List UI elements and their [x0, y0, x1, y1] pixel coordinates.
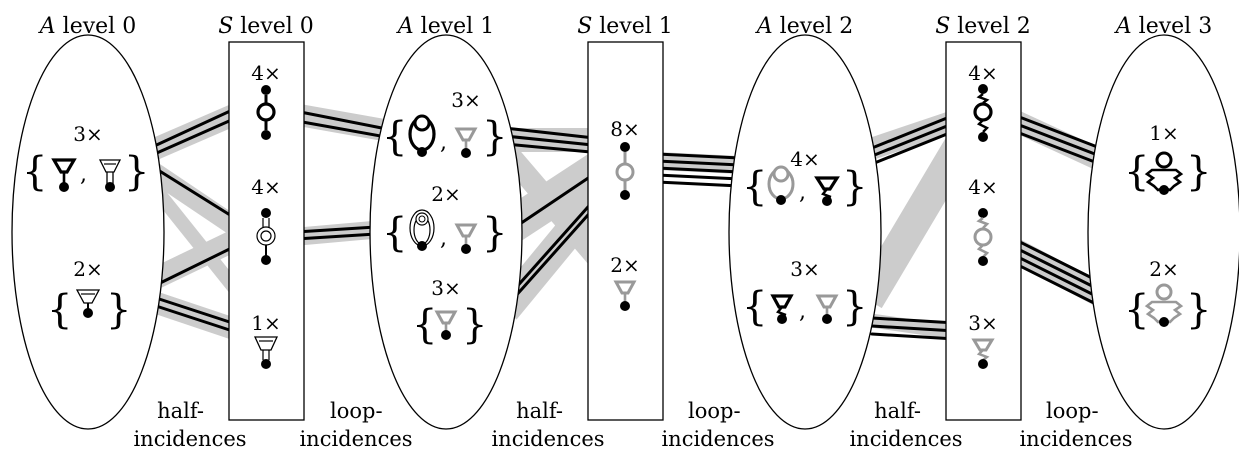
right-brace: } [1186, 287, 1211, 333]
gray-cup-graph-icon [454, 127, 478, 158]
loop-incidences-label-top: loop- [1046, 399, 1099, 423]
outlined-cup-graph-icon [75, 289, 101, 318]
half-incidences-label-bottom: incidences [491, 427, 604, 451]
right-brace: } [842, 164, 867, 210]
left-brace: { [1124, 149, 1149, 195]
left-brace: { [47, 287, 72, 333]
gray-cup-graph-icon [434, 310, 458, 340]
right-brace: } [842, 284, 867, 330]
black-zigzag-double-loop-graph-icon [1144, 151, 1184, 195]
title-a-level-1: A level 1 [396, 14, 494, 39]
black-double-loop-graph-icon [408, 114, 436, 157]
left-brace: { [1124, 287, 1149, 333]
right-brace: } [482, 114, 507, 160]
a-level-3-ellipse [1087, 34, 1239, 430]
multiplicity-label: 2× [431, 182, 460, 206]
right-brace: } [1186, 149, 1211, 195]
s-level-1-contents: 8× 2× [610, 117, 640, 311]
gray-double-loop-graph-icon [767, 165, 795, 205]
left-brace: { [22, 149, 47, 195]
gray-cup-graph-icon [454, 223, 478, 254]
comma: , [799, 180, 806, 205]
a-level-2-ellipse [728, 34, 882, 430]
edge-labels: half- incidences loop- incidences half- … [133, 399, 1132, 451]
a-level-1-ellipse [369, 34, 523, 430]
comma: , [80, 162, 87, 187]
multiplicity-label: 1× [251, 311, 280, 335]
half-incidences-label-bottom: incidences [849, 427, 962, 451]
multiplicity-label: 3× [968, 311, 997, 335]
loop-incidences-label-bottom: incidences [299, 427, 412, 451]
black-cup-graph-icon [51, 158, 77, 192]
multiplicity-label: 4× [790, 147, 819, 171]
right-brace: } [106, 287, 131, 333]
multiplicity-label: 4× [251, 61, 280, 85]
gray-zigzag-cup-graph-icon [971, 338, 995, 369]
title-s-level-2: S level 2 [935, 14, 1031, 39]
multiplicity-label: 4× [968, 61, 997, 85]
multiplicity-label: 3× [451, 88, 480, 112]
double-ring-loop-graph-icon [409, 209, 435, 251]
s-level-1-box [587, 41, 664, 421]
multiplicity-label: 4× [968, 175, 997, 199]
double-ring-graph-icon [256, 208, 276, 265]
comma: , [440, 130, 447, 155]
black-loop-graph-icon [256, 85, 276, 140]
gray-cup-graph-icon [815, 294, 839, 324]
gray-cup-graph-icon [613, 280, 637, 311]
black-cup-graph-icon [814, 176, 840, 206]
title-a-level-0: A level 0 [38, 14, 136, 39]
gray-zigzag-loop-graph-icon [973, 208, 993, 266]
comma: , [799, 299, 806, 324]
multiplicity-label: 1× [1149, 121, 1178, 145]
comma: , [440, 226, 447, 251]
half-incidences-label-bottom: incidences [133, 427, 246, 451]
left-brace: { [412, 302, 437, 348]
black-zigzag-loop-graph-icon [973, 84, 993, 142]
loop-incidences-label-bottom: incidences [1019, 427, 1132, 451]
title-s-level-1: S level 1 [577, 14, 673, 39]
multiplicity-label: 3× [790, 257, 819, 281]
right-brace: } [462, 302, 487, 348]
multiplicity-label: 3× [73, 122, 102, 146]
right-brace: } [482, 210, 507, 256]
loop-incidences-label-bottom: incidences [661, 427, 774, 451]
multiplicity-label: 2× [1149, 257, 1178, 281]
multiplicity-label: 2× [610, 253, 639, 277]
title-a-level-3: A level 3 [1114, 14, 1212, 39]
half-incidences-label-top: half- [516, 399, 563, 423]
a-level-3-contents: 1× { } 2× { } [1124, 121, 1211, 333]
left-brace: { [382, 114, 407, 160]
multiplicity-label: 4× [251, 175, 280, 199]
half-incidences-label-top: half- [874, 399, 921, 423]
s-level-0-contents: 4× 4× 1× [251, 61, 281, 369]
outlined-cup-graph-icon [253, 336, 279, 369]
left-brace: { [742, 284, 767, 330]
s-level-2-contents: 4× 4× 3× [968, 61, 998, 369]
multiplicity-label: 3× [431, 276, 460, 300]
multiplicity-label: 2× [73, 257, 102, 281]
multiplicity-label: 8× [610, 117, 639, 141]
half-incidences-label-top: half- [157, 399, 204, 423]
loop-incidences-label-top: loop- [330, 399, 383, 423]
a-level-0-contents: 3× { , } 2× { } [22, 122, 149, 333]
loop-incidences-label-top: loop- [688, 399, 741, 423]
a-level-2-contents: 4× { , } 3× { , } [742, 147, 867, 330]
title-s-level-0: S level 0 [218, 14, 314, 39]
title-a-level-2: A level 2 [755, 14, 853, 39]
a-level-0-ellipse [11, 34, 165, 430]
black-cup-graph-icon [770, 294, 794, 324]
gray-loop-graph-icon [615, 142, 635, 200]
right-brace: } [124, 149, 149, 195]
left-brace: { [742, 164, 767, 210]
left-brace: { [382, 210, 407, 256]
column-titles: A level 0 S level 0 A level 1 S level 1 … [38, 14, 1212, 39]
a-level-1-contents: 3× { , } 2× { , } 3× { [382, 88, 507, 348]
outlined-cup-graph-icon [98, 159, 122, 192]
gray-zigzag-double-loop-graph-icon [1144, 283, 1184, 327]
